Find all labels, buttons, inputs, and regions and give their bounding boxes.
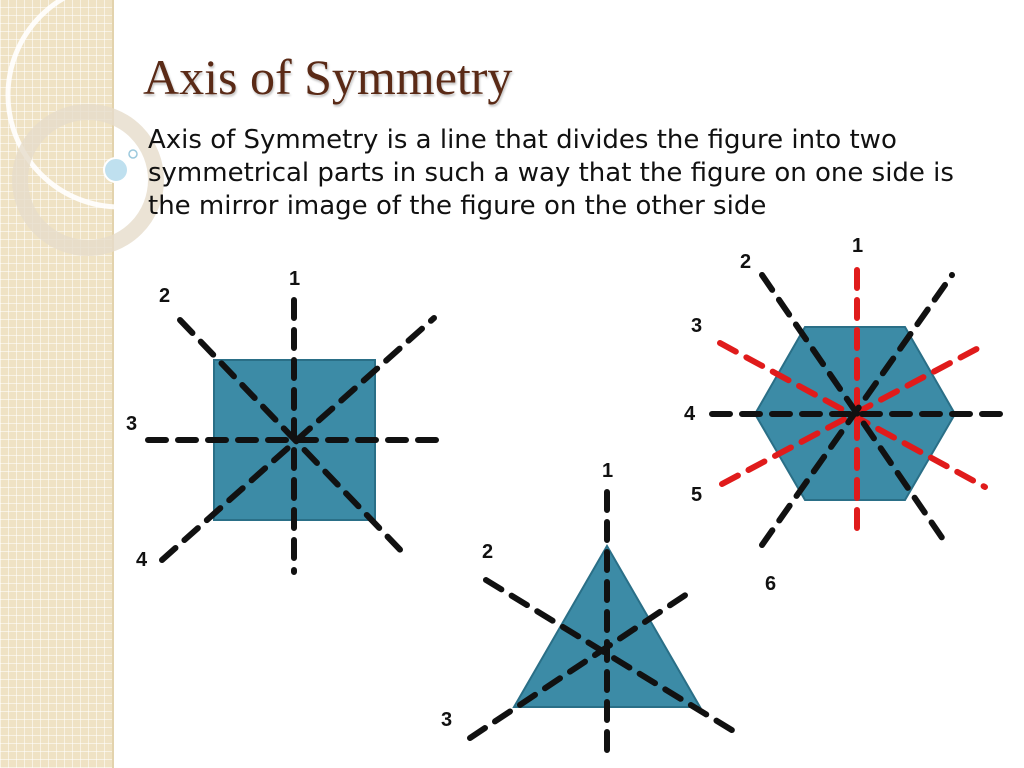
triangle-label-3: 3 — [441, 709, 452, 731]
square-label-4: 4 — [136, 549, 148, 571]
square-label-2: 2 — [159, 285, 170, 307]
square-label-3: 3 — [126, 413, 137, 435]
hexagon-label-3: 3 — [691, 315, 702, 337]
triangle-axis-2 — [483, 577, 743, 738]
hexagon-label-2: 2 — [740, 251, 751, 273]
definition-text: Axis of Symmetry is a line that divides … — [148, 125, 954, 221]
triangle-axis-3 — [467, 589, 693, 741]
hexagon-figure: 1 2 3 4 5 6 — [684, 235, 1008, 595]
deco-circle-ring — [12, 104, 164, 256]
deco-bubble — [103, 157, 129, 183]
hexagon-label-6: 6 — [765, 573, 776, 595]
hexagon-label-4: 4 — [684, 403, 696, 425]
triangle-label-1: 1 — [602, 460, 613, 482]
square-label-1: 1 — [289, 268, 300, 290]
square-axis-4 — [159, 315, 437, 563]
square-figure: 1 2 3 4 — [126, 268, 445, 575]
decorative-circles — [5, 0, 200, 256]
triangle-label-2: 2 — [482, 541, 493, 563]
deco-circle-large — [5, 0, 200, 210]
triangle-figure: 1 2 3 — [441, 460, 743, 759]
slide-title: Axis of Symmetry — [143, 49, 513, 105]
hexagon-label-1: 1 — [852, 235, 863, 257]
deco-bubble-small — [128, 149, 138, 159]
hexagon-label-5: 5 — [691, 484, 702, 506]
hexagon-axis-6 — [759, 272, 955, 548]
